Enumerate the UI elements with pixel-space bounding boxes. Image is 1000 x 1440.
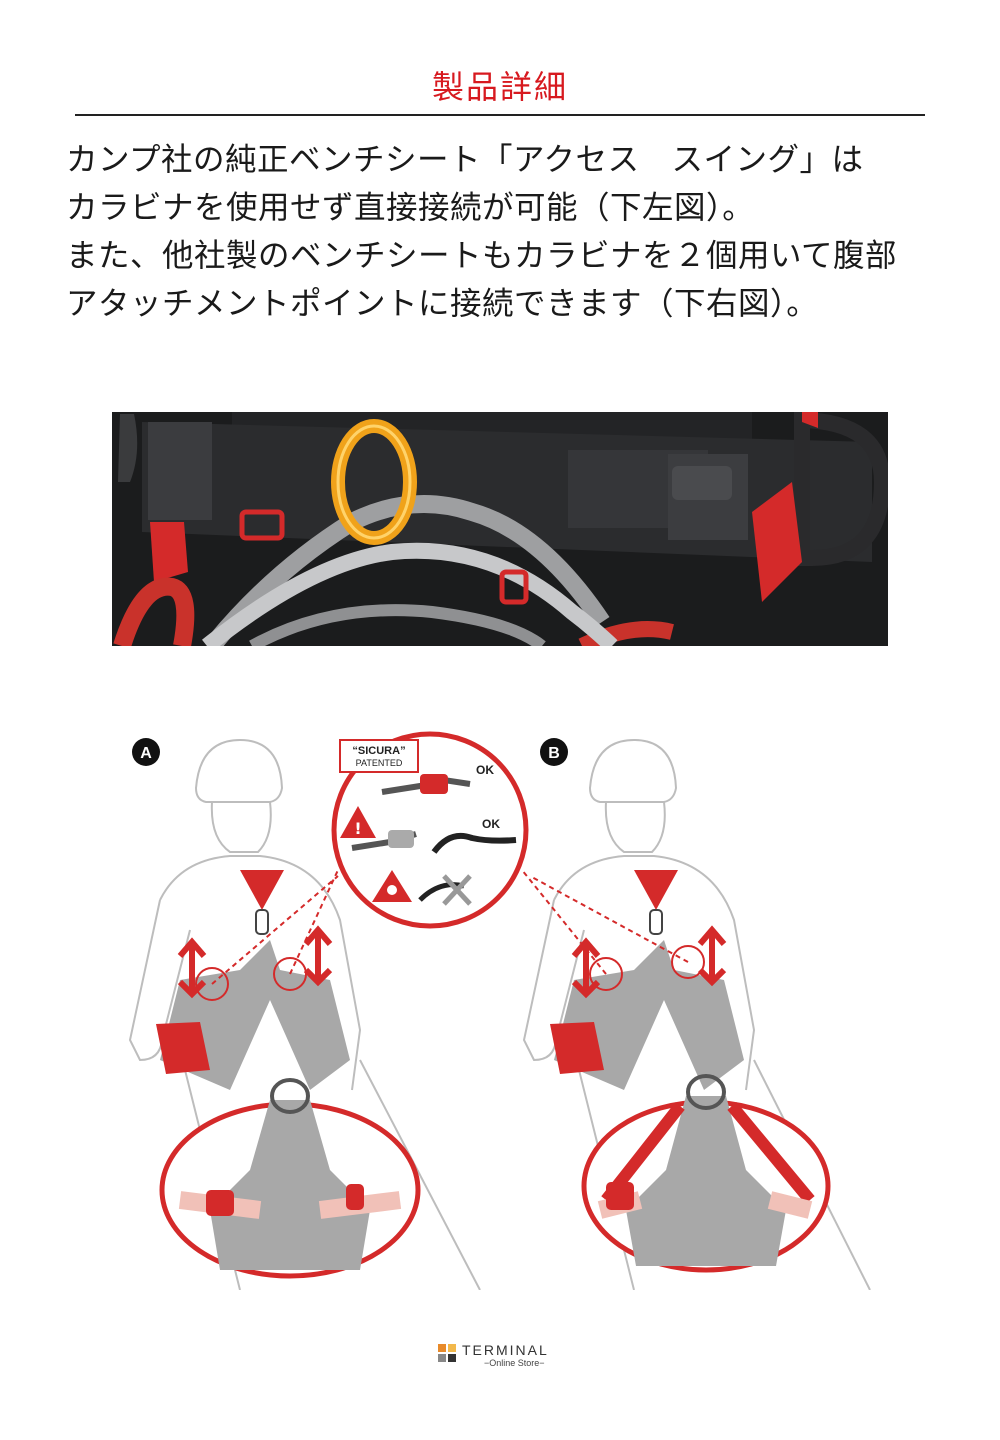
orange-ring-highlight [336,424,412,540]
label-a-badge [132,738,160,766]
attachment-diagram: “SICURA” PATENTED OK ! OK A B [120,730,880,1290]
harness-b [554,940,744,1090]
figure-a-helmet [194,738,284,803]
label-b-badge [540,738,568,766]
logo-square-dark [448,1354,456,1362]
red-buckle-left [239,509,285,541]
logo-square-gray [438,1354,446,1362]
buckle-right [672,466,732,500]
red-strap-right [752,482,802,602]
ok-label-2: OK [482,817,500,831]
logo-square-orange [438,1344,446,1352]
page-title: 製品詳細 [431,68,568,106]
description-text: カンプ社の純正ベンチシート「アクセス スイング」は カラビナを使用せず直接接続が… [66,136,966,328]
title-divider [75,114,925,116]
skull-icon [387,885,397,895]
webbing-band-left [148,422,212,520]
harness-photo [112,412,888,646]
zoom-a-buckle-right [346,1184,364,1210]
carabiner-a [255,909,269,935]
figure-b-head [604,801,666,853]
warning-exclaim-glyph: ! [354,819,361,838]
warning-triangle-icon [340,806,376,838]
figure-a-head [210,801,272,853]
red-buckle-center [499,569,529,605]
leg-loop-a-left [156,1022,210,1074]
label-b: B [548,745,560,762]
figure-a-torso [159,855,362,1091]
leg-loop-b-left [550,1022,604,1074]
zoom-a-harness [210,1100,370,1270]
logo-brand: TERMINAL [462,1342,549,1358]
sicura-buckle-2 [388,830,414,848]
rope-ok [431,832,517,854]
terminal-logo-icon [438,1344,456,1362]
sicura-buckle-1 [420,774,448,794]
adjust-arrow-a-left [177,937,207,999]
harness-a [160,940,350,1090]
description-line-4: アタッチメントポイントに接続できます（下右図）。 [66,286,819,322]
zoom-a-ring [270,1078,310,1114]
leader-lines-a [211,869,339,985]
anchor-arrow-b [634,870,678,910]
sicura-subtitle: PATENTED [356,758,403,768]
sicura-title: “SICURA” [352,745,405,757]
red-rope-right [578,621,674,646]
anchor-arrow-a [240,870,284,910]
zoom-a-buckle-left [206,1190,234,1216]
description-line-2: カラビナを使用せず直接接続が可能（下左図）。 [66,190,755,226]
logo-subtitle: −Online Store− [484,1358,545,1368]
left-gear-loop [118,414,138,482]
figure-b-torso [553,855,756,1091]
logo-square-yellow [448,1344,456,1352]
zoom-b-buckle-left [606,1182,634,1210]
sicura-label-box [339,739,419,773]
description-line-3: また、他社製のベンチシートもカラビナを２個用いて腹部 [66,238,898,274]
harness-photo-illustration [112,412,888,646]
red-rope-left [113,577,195,646]
ok-label-1: OK [476,763,494,777]
adjust-arrow-a-right [303,925,333,987]
figure-a-leg-right [359,1059,481,1290]
highlight-circle-b-right [671,945,705,979]
attachment-diagram-svg: “SICURA” PATENTED OK ! OK A B [128,731,871,1290]
adjust-arrow-b-right [697,925,727,987]
terminal-logo: TERMINAL −Online Store− [438,1342,562,1372]
figure-b-helmet [588,738,678,803]
red-tab-top [802,412,818,428]
gray-cord-3 [249,604,546,646]
red-strap-left [150,522,188,582]
highlight-circle-b-left [589,957,623,991]
sicura-detail-circle [331,731,529,929]
zoom-b-harness [626,1096,786,1266]
carabiner-b [649,909,663,935]
leader-lines-b [521,869,689,975]
cross-icon [442,874,472,906]
highlight-circle-a-left [195,967,229,1001]
gray-cord-2 [202,542,618,646]
zoom-b-ring [686,1074,726,1110]
side-d-ring [794,412,888,566]
highlight-circle-a-right [273,957,307,991]
label-a: A [140,745,152,762]
description-line-1: カンプ社の純正ベンチシート「アクセス スイング」は [66,142,864,178]
